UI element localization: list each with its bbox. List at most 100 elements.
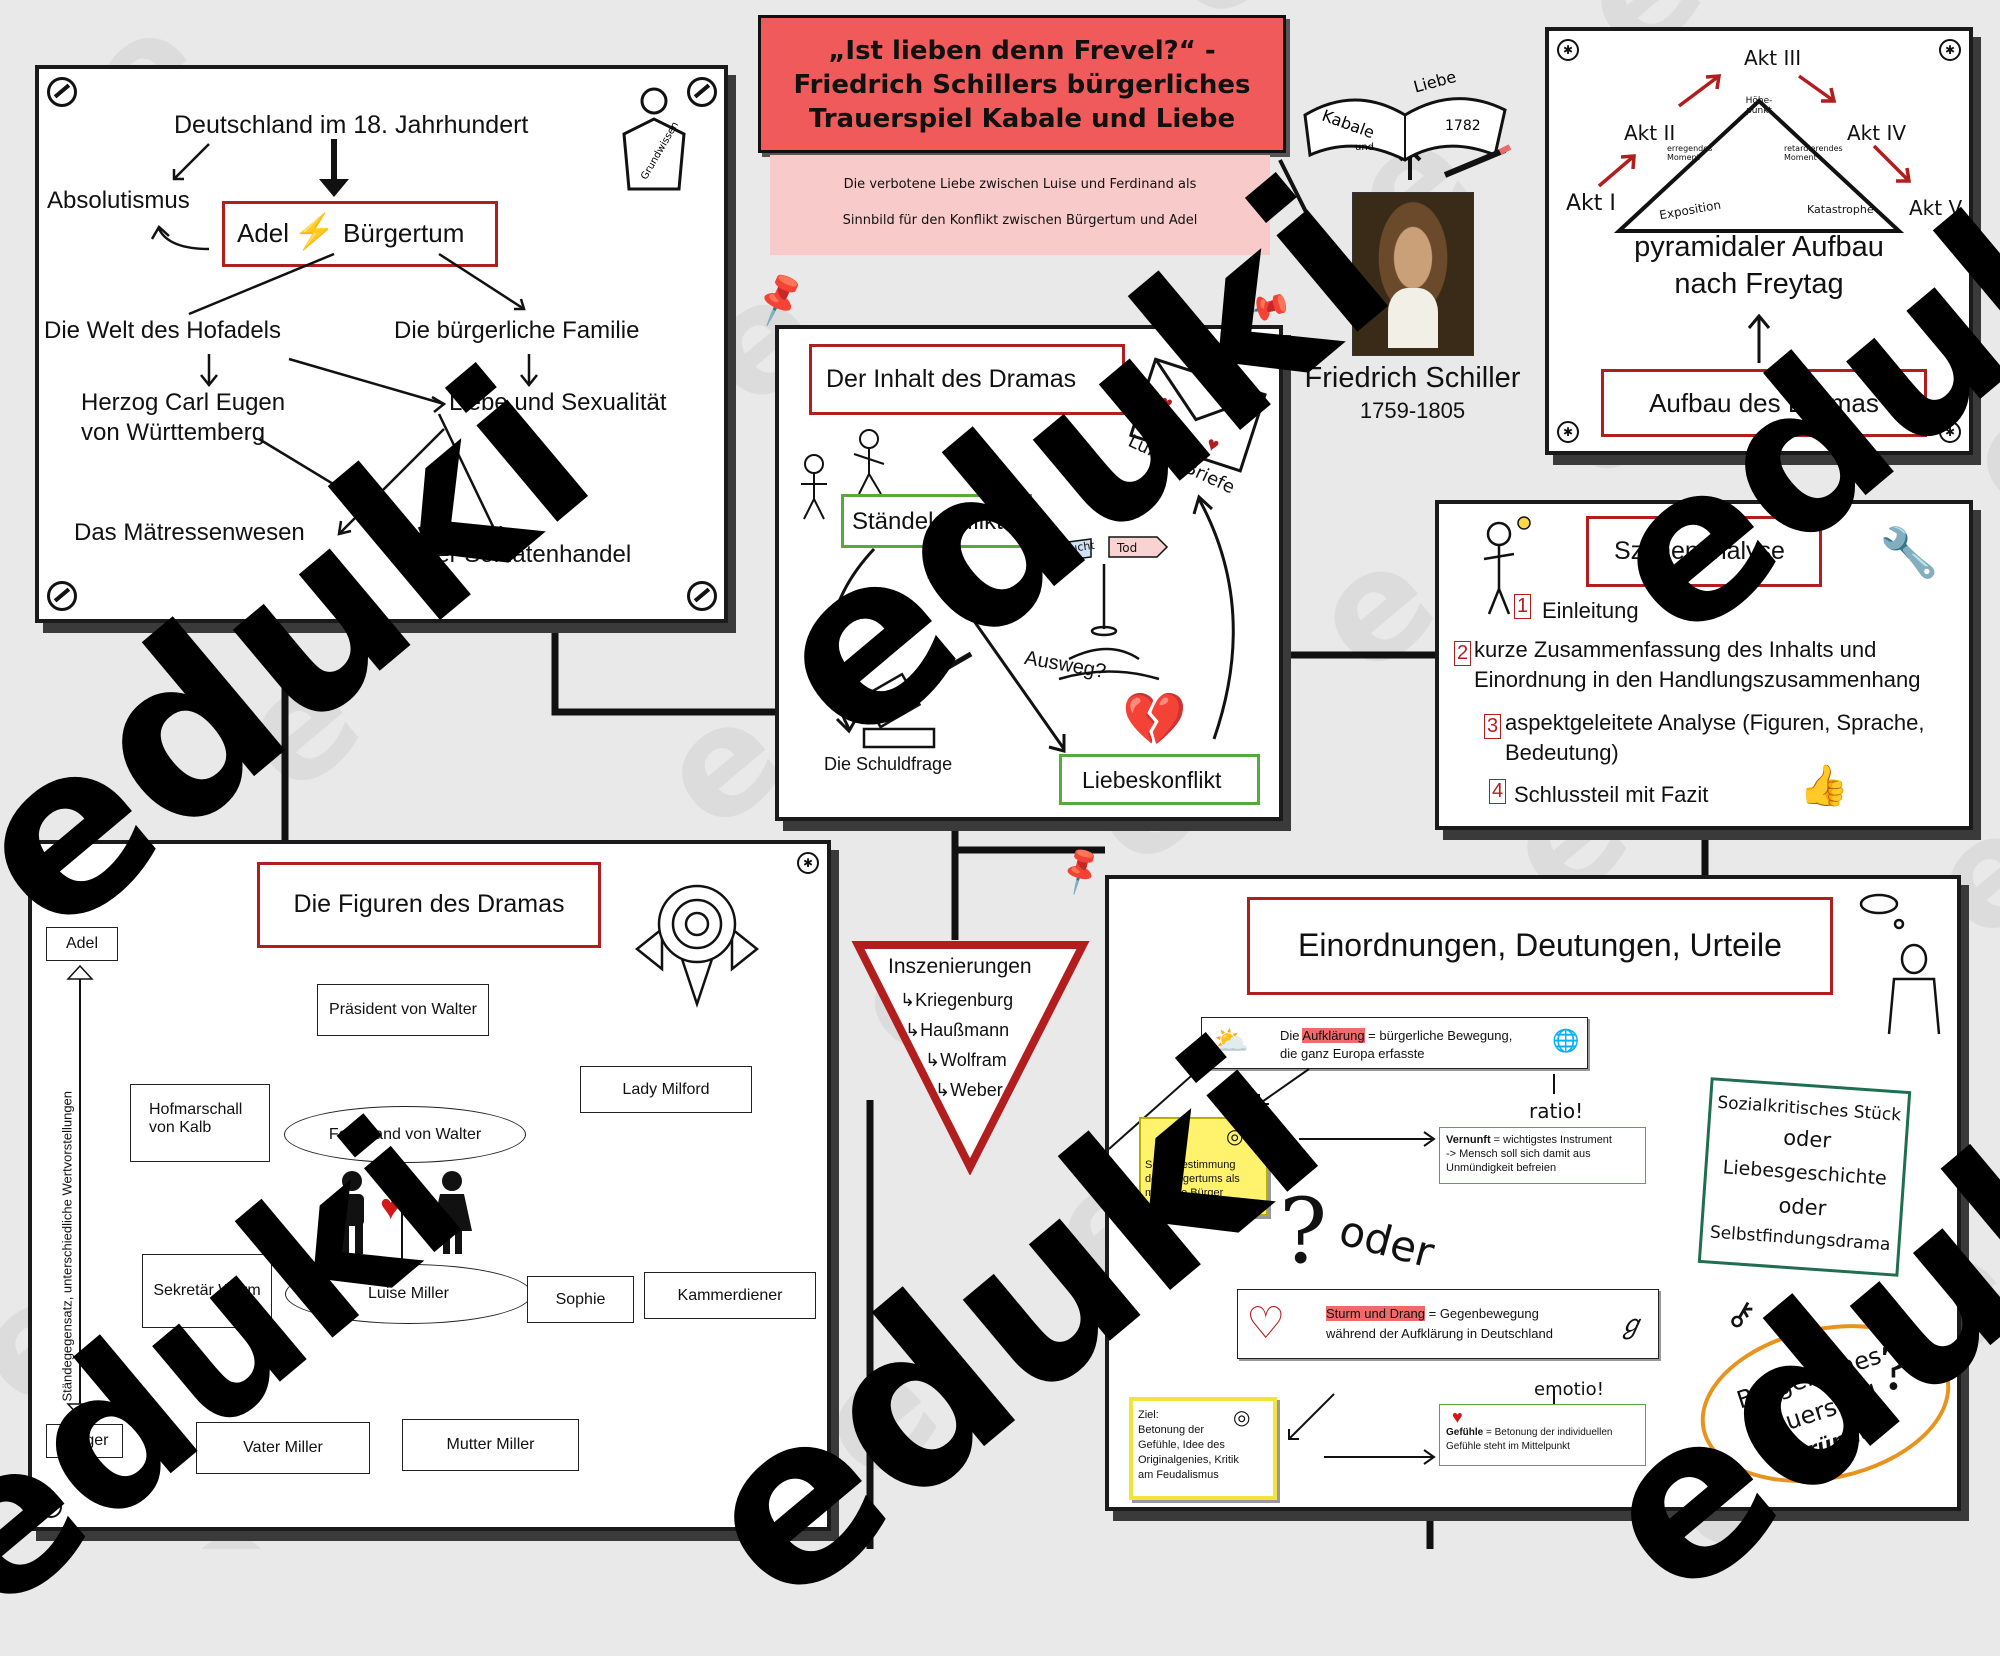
akt3-label: Akt III	[1744, 46, 1802, 70]
screw-icon	[47, 77, 77, 107]
book-year: 1782	[1445, 118, 1481, 134]
herzog-line1: Herzog Carl Eugen	[81, 389, 286, 416]
hofmarschall-line2: von Kalb	[149, 1119, 212, 1136]
aufklaerung-highlight: Aufklärung	[1302, 1028, 1365, 1043]
subtitle-line2: Sinnbild für den Konflikt zwischen Bürge…	[842, 213, 1198, 228]
herzog-line2: von Württemberg	[81, 419, 266, 446]
title-card: „Ist lieben denn Frevel?“ - Friedrich Sc…	[758, 15, 1288, 265]
absolutism-label: Absolutismus	[47, 187, 190, 214]
liebeskonflikt-box: Liebeskonflikt	[1059, 754, 1260, 805]
hoehepunkt-label: Höhe-punkt	[1745, 96, 1773, 116]
ziel-note: Ziel: Betonung der Gefühle, Idee des Ori…	[1129, 1397, 1277, 1500]
star-screw-icon: ✱	[1939, 421, 1961, 443]
emotio-label: emotio!	[1534, 1379, 1604, 1400]
akt1-label: Akt I	[1566, 191, 1616, 216]
genre-oder-1: oder	[1782, 1125, 1832, 1153]
gefuehle-line1: Gefühle = Betonung der individuellen	[1446, 1427, 1613, 1438]
analysis-title: Szenenanalyse	[1614, 537, 1785, 565]
adel-label: Adel	[237, 218, 290, 248]
step4-number: 4	[1489, 779, 1507, 804]
book-mid: und	[1355, 142, 1374, 153]
adel-buergertum-box: Adel ⚡ Bürgertum	[222, 201, 498, 267]
akt4-label: Akt IV	[1847, 121, 1907, 145]
title-subtitle: Die verbotene Liebe zwischen Luise und F…	[770, 155, 1270, 255]
sturm-line2: während der Aufklärung in Deutschland	[1326, 1326, 1553, 1341]
soldatenhandel-label: Der Soldatenhandel	[419, 541, 632, 568]
screw-icon	[47, 581, 77, 611]
context-arrows	[150, 139, 538, 542]
title-line1: „Ist lieben denn Frevel?“ -	[828, 36, 1216, 66]
thumbs-up-icon: 👍	[1799, 764, 1849, 808]
step2-number: 2	[1454, 641, 1472, 666]
analysis-title-box: Szenenanalyse	[1586, 516, 1822, 587]
staging-item-2: ↳Haußmann	[905, 1020, 1010, 1040]
screw-icon	[687, 77, 717, 107]
ziel2-line3: Gefühle, Idee des	[1138, 1439, 1225, 1451]
ziel2-line1: Ziel:	[1138, 1409, 1159, 1421]
vernunft-line1: Vernunft = wichtigstes Instrument	[1446, 1134, 1612, 1146]
subtitle-line1: Die verbotene Liebe zwischen Luise und F…	[843, 177, 1197, 192]
ziel2-line2: Betonung der	[1138, 1424, 1205, 1436]
staging-title: Inszenierungen	[888, 955, 1032, 978]
hofmarschall-line1: Hofmarschall	[149, 1101, 243, 1118]
globe-icon: 🌐	[1552, 1028, 1580, 1053]
question-mark-small-icon: ?	[1879, 1334, 1912, 1404]
step4-text: Schlussteil mit Fazit	[1514, 782, 1709, 807]
content-panel: Der Inhalt des Dramas ♥ ♥ Luises Briefe …	[775, 325, 1283, 821]
book-icon: Kabale Liebe und 1782	[1303, 67, 1512, 178]
target-icon: ◎	[1226, 1126, 1244, 1148]
couple-icon: ♥	[340, 1171, 472, 1259]
heart-outline-icon: ♡	[1246, 1299, 1286, 1348]
staging-item-1: ↳Kriegenburg	[900, 990, 1014, 1010]
staging-item-3: ↳Wolfram	[925, 1050, 1007, 1070]
buergertum-label: Bürgertum	[343, 218, 465, 248]
maetressen-label: Das Mätressenwesen	[74, 519, 305, 546]
title-banner: „Ist lieben denn Frevel?“ - Friedrich Sc…	[758, 15, 1286, 153]
content-title: Der Inhalt des Dramas	[826, 365, 1077, 393]
rank-axis-arrow	[66, 964, 94, 1419]
character-mutter-miller: Mutter Miller	[402, 1419, 579, 1471]
vater-label: Vater Miller	[243, 1439, 323, 1456]
vernunft-line2: -> Mensch soll sich damit aus	[1446, 1148, 1591, 1160]
structure-panel: ✱ ✱ ✱ ✱ Akt I Akt II Akt III Akt IV Akt …	[1545, 27, 1973, 455]
aufklaerung-line1: Die Aufklärung = bürgerliche Bewegung,	[1280, 1028, 1513, 1043]
vernunft-line3: Unmündigkeit befreien	[1446, 1162, 1557, 1174]
akt2-label: Akt II	[1624, 121, 1676, 145]
gefuehle-box: ♥ Gefühle = Betonung der individuellen G…	[1439, 1404, 1646, 1466]
ferdinand-label: Ferdinand von Walter	[328, 1126, 482, 1143]
content-arrows	[827, 494, 1235, 753]
staende-box: Ständekonflikt	[841, 494, 1032, 548]
retardierend-label: retardierendes Moment	[1784, 144, 1843, 162]
tools-icon: 🔧	[1879, 527, 1939, 580]
star-screw-icon: ✱	[1557, 421, 1579, 443]
tod-label: Tod	[1117, 541, 1138, 555]
liebe-label: Liebe und Sexualität	[449, 389, 667, 416]
sturm-highlight: Sturm und Drang	[1326, 1306, 1425, 1321]
screw-icon	[687, 581, 717, 611]
author-name: Friedrich Schiller	[1304, 362, 1521, 394]
step2-text-1: kurze Zusammenfassung des Inhalts und	[1474, 637, 1877, 662]
ratio-label: ratio!	[1529, 1099, 1584, 1123]
lightning-icon: ⚡	[293, 213, 336, 251]
adel-rank-box: Adel	[46, 927, 118, 961]
aufbau-box: Aufbau des Dramas	[1601, 369, 1927, 437]
interpretation-panel: Einordnungen, Deutungen, Urteile ⛅ Die A…	[1105, 875, 1966, 1511]
character-wurm: Sekretär Wurm	[142, 1254, 272, 1328]
erregend-label: erregendes Moment	[1667, 144, 1713, 162]
figures-title-box: Die Figuren des Dramas	[257, 862, 601, 948]
character-hofmarschall: Hofmarschall von Kalb	[130, 1084, 270, 1162]
ziel1-line2: des Bürgertums als	[1145, 1173, 1240, 1185]
kammerdiener-label: Kammerdiener	[677, 1287, 783, 1304]
star-screw-icon: ✱	[1939, 39, 1961, 61]
staging-item-4: ↳Weber	[935, 1080, 1003, 1100]
selbstbestimmung-note: Selbstbestimmung des Bürgertums als münd…	[1139, 1117, 1268, 1216]
step3-text-2: Bedeutung)	[1505, 740, 1619, 765]
sturm-line1: Sturm und Drang = Gegenbewegung	[1326, 1306, 1539, 1321]
rose-icon	[634, 884, 760, 1008]
step1-number: 1	[1514, 594, 1532, 619]
interp-title-box: Einordnungen, Deutungen, Urteile	[1247, 897, 1833, 995]
luise-label: Luise Miller	[368, 1285, 449, 1302]
liebeskonflikt-label: Liebeskonflikt	[1082, 767, 1222, 793]
character-milford: Lady Milford	[580, 1066, 752, 1113]
figures-panel: ✱ ✱ ✱ Die Figuren des Dramas Adel Stände…	[28, 840, 831, 1531]
